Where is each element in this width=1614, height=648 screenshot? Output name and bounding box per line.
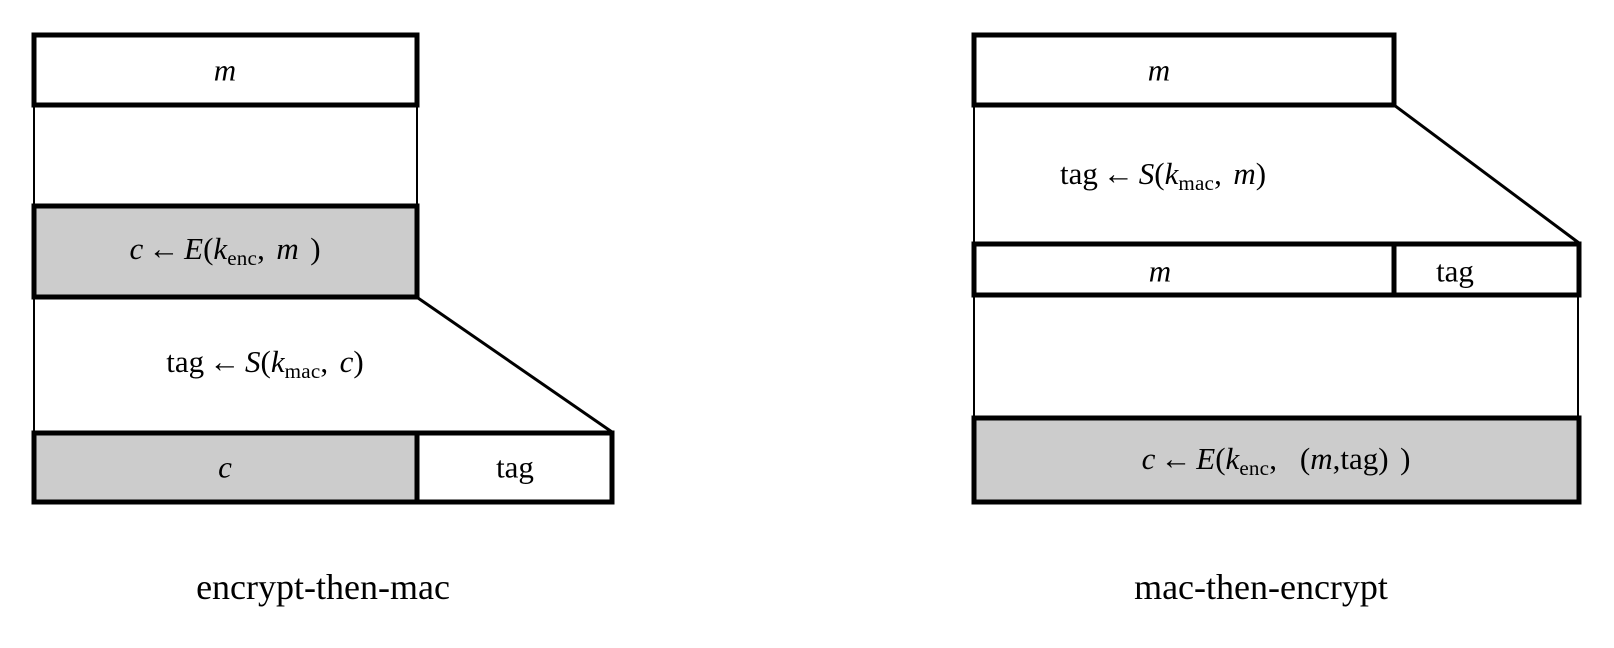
right-input-box-label: m (1147, 52, 1171, 88)
left-step-label: tag←S(kmac, c) (166, 344, 364, 383)
right-diagram-caption: mac-then-encrypt (1134, 567, 1388, 607)
right-intermediate-message-label: m (1148, 253, 1172, 289)
left-input-box (31, 32, 420, 108)
left-operation-box (31, 203, 420, 300)
right-intermediate-cell-tag (1391, 241, 1582, 298)
left-output-tag-label: tag (496, 449, 534, 485)
right-diagonal-expansion-edge (1393, 103, 1580, 245)
right-operation-box (971, 415, 1582, 505)
right-intermediate-cell-message (971, 241, 1397, 298)
right-step-label: tag←S(kmac, m) (1059, 156, 1267, 195)
right-intermediate-tag-label: tag (1436, 253, 1474, 289)
right-diagram-group (971, 32, 1582, 505)
left-diagram-caption: encrypt-then-mac (196, 567, 450, 607)
left-input-box-label: m (213, 52, 237, 88)
right-input-box (971, 32, 1397, 108)
left-output-cell-tag (414, 430, 615, 505)
left-output-ciphertext-label: c (218, 449, 232, 485)
right-operation-formula: c←E(kenc, (m,tag) ) (1141, 441, 1411, 480)
left-operation-formula: c←E(kenc, m ) (129, 231, 321, 270)
left-output-cell-ciphertext (31, 430, 420, 505)
left-diagram-group (31, 32, 615, 505)
left-diagonal-expansion-edge (417, 296, 613, 434)
